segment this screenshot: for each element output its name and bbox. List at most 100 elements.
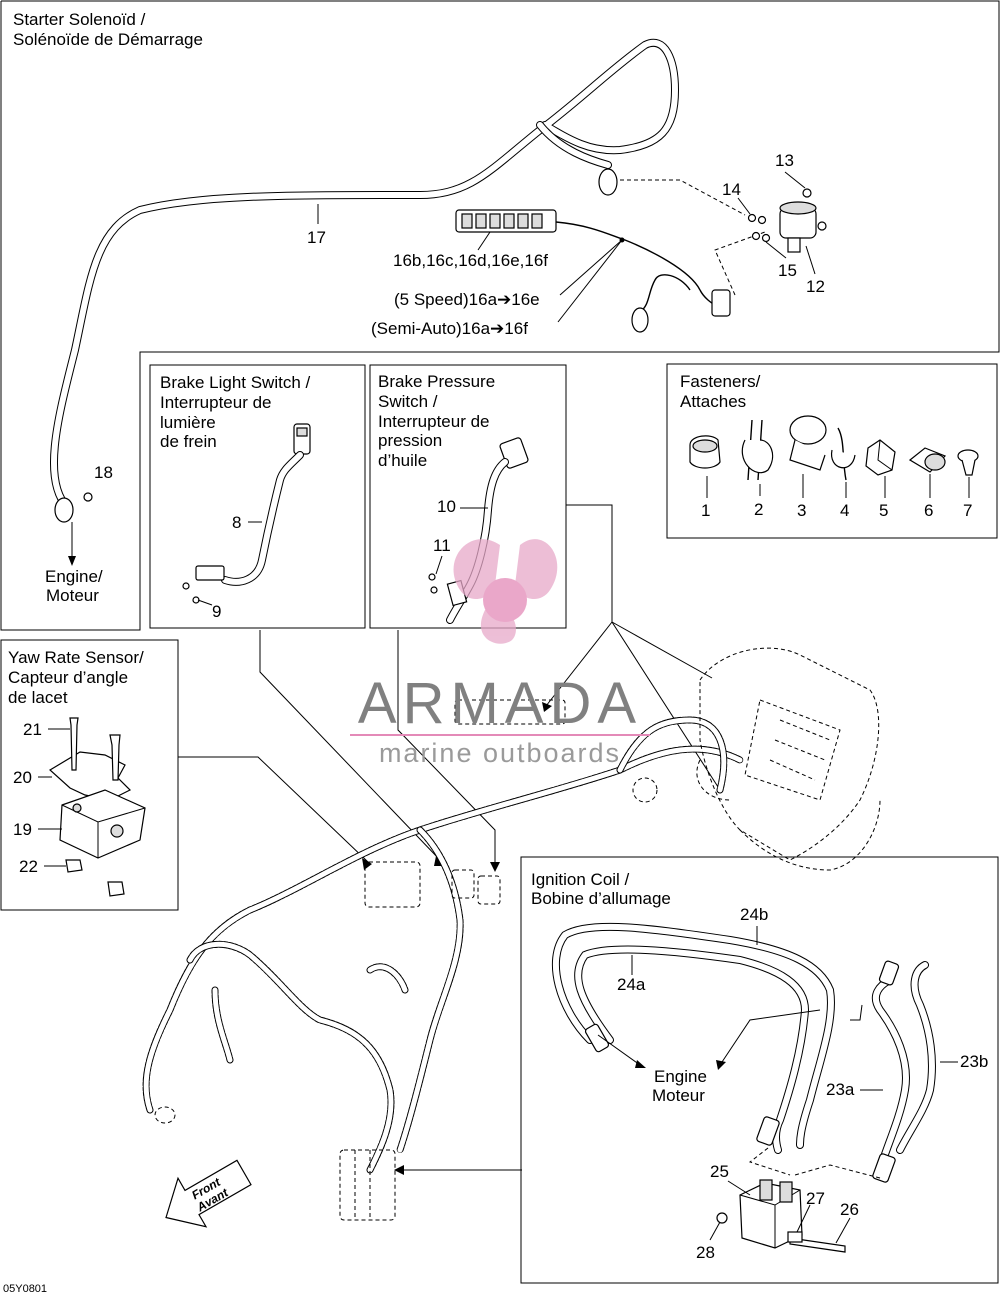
callout-12: 12 [806,277,825,296]
brake-pressure-arrow [490,862,500,872]
brake-pressure-panel-frame [369,364,567,629]
ignition-title-line2: Bobine d’allumage [531,889,671,908]
gasket-20 [48,751,132,801]
brake-pressure-title-line2: Switch / [378,392,438,411]
starter-title-line1: Starter Solenoïd / [13,10,146,29]
callout-10: 10 [437,497,456,516]
washer-15 [761,233,771,243]
callout-25: 25 [710,1162,729,1181]
fasteners-panel-frame [666,363,998,539]
logo-hub-icon [483,578,527,622]
brake-pressure-title-line5: d’huile [378,451,427,470]
relay-to-harness-3 [611,621,713,679]
brake-light-to-harness [259,630,441,861]
callout-23a: 23a [826,1080,855,1099]
callout-24a: 24a [617,975,646,994]
callout-6: 6 [924,501,933,520]
callout-5: 5 [879,501,888,520]
brake-pressure-title-line4: pression [378,431,442,450]
callout-19: 19 [13,820,32,839]
relay-block-on-harness [454,699,566,725]
coil-link-2 [794,1164,881,1179]
callout-28: 28 [696,1243,715,1262]
callout-3: 3 [797,501,806,520]
ignition-title-line1: Ignition Coil / [531,870,630,889]
leader-26 [835,1217,851,1244]
engine-outline [632,647,881,871]
relay-to-harness-1 [545,621,613,707]
callout-9: 9 [212,602,221,621]
fastener-2-cable-tie [741,419,774,481]
brake-pressure-title-line1: Brake Pressure [378,372,495,391]
leader-16e [559,239,623,296]
brake-pressure-title-line3: Interrupteur de [378,412,490,431]
brake-light-switch [182,423,311,604]
fastener-1-clamp [689,435,721,469]
brake-light-title-line4: de frein [160,432,217,451]
relay-block-16 [455,209,731,333]
engine-arrow-head [68,556,76,566]
ignition-engine-arrow-1 [597,1034,641,1066]
callout-13: 13 [775,151,794,170]
callout-18: 18 [94,463,113,482]
armada-logo [453,539,558,644]
leader-9 [197,599,213,606]
leader-28 [709,1221,721,1241]
fastener-5-clip [865,439,896,476]
leader-27 [796,1204,811,1233]
fastener-3-clip-tie [789,415,827,471]
nut-22 [65,859,83,873]
callout-17: 17 [307,228,326,247]
callout-14: 14 [722,180,741,199]
engine2-label-en: Engine [654,1067,707,1086]
ignition-wires [551,922,936,1183]
nut-28 [716,1212,728,1224]
callout-20: 20 [13,768,32,787]
pressure-panel-to-relay [566,504,613,622]
relay-to-harness-2 [611,621,721,791]
callout-2: 2 [754,500,763,519]
leader-14 [737,197,751,215]
figure-code: 05Y0801 [3,1283,47,1295]
nut-13 [802,188,812,198]
leader-15 [765,241,787,259]
watermark-tagline: marine outboards [379,738,621,768]
leader-12 [805,245,816,275]
leader-16 [477,231,491,251]
nut-15 [751,231,761,241]
brake-light-title-line2: Interrupteur de [160,393,272,412]
fasteners-title-line1: Fasteners/ [680,372,761,391]
starter-solenoid [747,188,827,253]
spacer-27 [787,1231,803,1243]
ignition-coil-25 [716,1179,846,1253]
callout-11: 11 [433,536,451,555]
nut-14 [747,213,757,223]
nut-18 [83,492,93,502]
brake-light-panel-frame [149,364,366,629]
yaw-connector-on-harness [364,861,421,908]
yaw-title-line2: Capteur d’angle [8,668,128,687]
ignition-arrow [394,1165,404,1175]
fasteners-title-line2: Attaches [680,392,746,411]
yaw-to-harness [178,756,369,863]
callout-1: 1 [701,501,710,520]
ignition-harness-link [850,1004,863,1021]
brake-light-title-line1: Brake Light Switch / [160,373,311,392]
cable-17-engine-terminal [54,497,74,523]
harness-connector-block [339,1149,396,1221]
leader-11 [435,555,443,575]
fastener-4-strap [831,427,856,481]
starter-panel-frame [0,0,1000,631]
leader-16f [557,239,623,323]
yaw-arrow [362,858,372,870]
leader-25 [727,1180,751,1196]
callout-15: 15 [778,261,797,280]
starter-title-line2: Solénoïde de Démarrage [13,30,203,49]
coil-link-1 [748,1147,791,1176]
solenoid-link-1 [620,179,746,216]
yaw-title-line3: de lacet [8,688,68,707]
yaw-title-line1: Yaw Rate Sensor/ [8,648,144,667]
callout-16: 16b,16c,16d,16e,16f [393,251,548,270]
